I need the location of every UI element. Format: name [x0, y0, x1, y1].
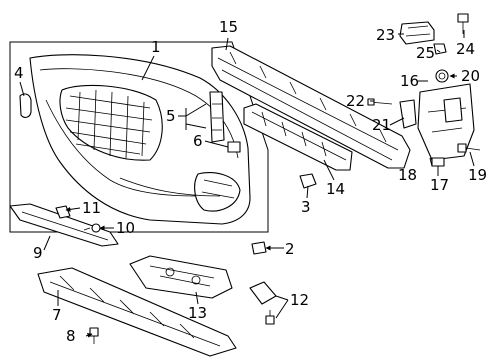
- callout-5: 5: [166, 107, 176, 125]
- bracket-clip[interactable]: [227, 141, 241, 153]
- leader-lines: [19, 30, 475, 338]
- underbody-shield[interactable]: [37, 267, 237, 357]
- callout-10: 10: [116, 219, 135, 237]
- callout-1: 1: [151, 38, 161, 56]
- bracket-bolt[interactable]: [457, 143, 481, 153]
- upper-bolt[interactable]: [457, 13, 469, 34]
- callout-7: 7: [52, 306, 62, 324]
- retainer-clip[interactable]: [299, 173, 317, 189]
- callout-20: 20: [461, 67, 480, 85]
- side-bracket[interactable]: [209, 91, 225, 143]
- callout-4: 4: [14, 64, 24, 82]
- mounting-bracket-upper[interactable]: [399, 21, 435, 45]
- callout-labels: 1 2 3 4 5 6 7 8 9 10 11 12 13 14 15 16 1…: [14, 18, 487, 345]
- small-bolt[interactable]: [367, 98, 393, 106]
- nut-clip[interactable]: [251, 241, 267, 255]
- energy-absorber[interactable]: [243, 103, 353, 171]
- callout-22: 22: [346, 92, 365, 110]
- lower-spoiler[interactable]: [9, 203, 119, 247]
- callout-11: 11: [82, 199, 101, 217]
- bumper-cover-assembly-box: [9, 41, 269, 233]
- nut[interactable]: [433, 43, 447, 55]
- callout-12: 12: [290, 291, 309, 309]
- callout-6: 6: [193, 132, 203, 150]
- mount-nut[interactable]: [435, 69, 449, 83]
- splash-shield[interactable]: [129, 255, 233, 299]
- callout-19: 19: [468, 166, 487, 184]
- callout-3: 3: [301, 198, 311, 216]
- bumper-mount-bracket[interactable]: [417, 83, 475, 161]
- callout-13: 13: [188, 304, 207, 322]
- callout-16: 16: [400, 72, 419, 90]
- bumper-cover[interactable]: [29, 54, 251, 225]
- shield-screw[interactable]: [89, 327, 99, 344]
- lower-bracket-screw[interactable]: [265, 310, 275, 325]
- callout-23: 23: [376, 26, 395, 44]
- callout-25: 25: [416, 44, 435, 62]
- callout-2: 2: [285, 240, 295, 258]
- callout-18: 18: [398, 166, 417, 184]
- callout-9: 9: [33, 244, 43, 262]
- callout-24: 24: [456, 40, 475, 58]
- lower-bracket[interactable]: [249, 281, 277, 305]
- callout-8: 8: [66, 327, 76, 345]
- spoiler-screw[interactable]: [83, 223, 101, 233]
- tow-hook-cover[interactable]: [19, 93, 32, 118]
- bracket-nut[interactable]: [431, 157, 445, 167]
- callout-14: 14: [326, 180, 345, 198]
- callout-15: 15: [219, 18, 238, 36]
- callout-17: 17: [430, 176, 449, 194]
- absorber-bracket[interactable]: [399, 99, 417, 129]
- callout-21: 21: [372, 116, 391, 134]
- impact-reinforcement-bar[interactable]: [211, 45, 411, 169]
